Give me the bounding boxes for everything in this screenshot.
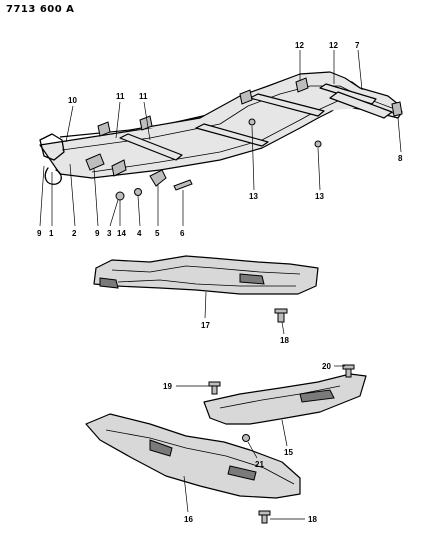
callout-labels: 10 11 11 12 12 7 8 13 13 9 1 2 9 3 14 4 … [37,41,403,524]
callout-4: 4 [137,229,142,238]
skid-plate-lower-illustration [85,413,301,524]
callout-18-lower: 18 [308,515,317,524]
callout-6: 6 [180,229,185,238]
callout-3: 3 [107,229,112,238]
callout-2: 2 [72,229,77,238]
callout-10: 10 [68,96,77,105]
callout-7: 7 [355,41,360,50]
bolt-icon [258,510,271,524]
callout-14: 14 [117,229,126,238]
callout-13-right: 13 [315,192,324,201]
crossmember-illustration [93,255,319,323]
bolt-icon [342,364,355,378]
callout-9-right: 9 [95,229,100,238]
callout-11-right: 11 [139,92,148,101]
callout-17: 17 [201,321,210,330]
callout-13-left: 13 [249,192,258,201]
skid-plate-upper-illustration [203,364,367,442]
bolt-icon [208,381,221,395]
callout-5: 5 [155,229,160,238]
callout-1: 1 [49,229,54,238]
callout-20: 20 [322,362,331,371]
callout-12-right: 12 [329,41,338,50]
bolt-icon [274,308,288,323]
callout-11-left: 11 [116,92,125,101]
callout-15: 15 [284,448,293,457]
callout-9-left: 9 [37,229,42,238]
leader-lines [39,49,402,520]
callout-16: 16 [184,515,193,524]
callout-19: 19 [163,382,172,391]
callout-21: 21 [255,460,264,469]
chassis-frame-illustration [39,71,403,201]
callout-12-left: 12 [295,41,304,50]
diagram-code: 7713 600 A [6,4,75,15]
callout-18-upper: 18 [280,336,289,345]
callout-8: 8 [398,154,403,163]
